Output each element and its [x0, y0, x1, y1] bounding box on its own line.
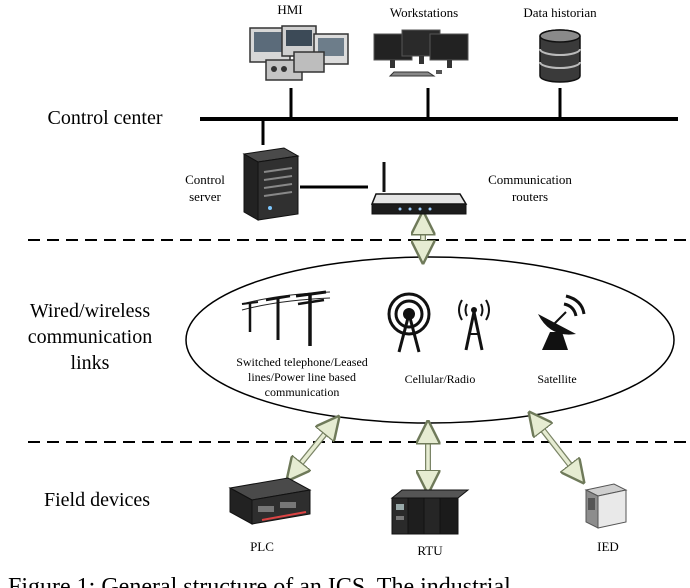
figure-caption: Figure 1: General structure of an ICS. T… [8, 574, 511, 588]
field-devices-section-label: Field devices [43, 489, 151, 511]
communication-links-section-label: Wired/wireless communication links [10, 298, 170, 376]
wired-link-label-line3: communication [264, 385, 340, 399]
plc-label: PLC [250, 539, 274, 554]
control-server-label-line1: Control [185, 172, 225, 187]
wired-link-label: Switched telephone/Leased lines/Power li… [232, 355, 372, 400]
satellite-dish-icon [538, 294, 586, 350]
radio-tower-icon [387, 292, 431, 353]
server-icon [242, 147, 300, 221]
control-center-section-label: Control center [47, 107, 163, 129]
ied-label: IED [597, 539, 619, 554]
communication-routers-label-line1: Communication [488, 172, 572, 187]
communication-links-label-line2: communication [27, 326, 153, 348]
communication-routers-label: Communication routers [478, 171, 582, 205]
router-icon [370, 162, 468, 215]
rtu-label: RTU [417, 543, 443, 558]
cellular-radio-label: Cellular/Radio [404, 372, 476, 386]
rtu-icon [390, 489, 470, 535]
communication-links-label-line1: Wired/wireless [29, 300, 151, 322]
communication-links-label-line3: links [70, 352, 110, 374]
hmi-icon [249, 25, 349, 81]
control-server-label: Control server [172, 171, 238, 205]
data-historian-label: Data historian [523, 5, 597, 20]
hmi-label: HMI [277, 2, 303, 17]
workstations-label: Workstations [389, 5, 459, 20]
antenna-icon [458, 299, 490, 351]
wired-link-label-line1: Switched telephone/Leased [236, 355, 368, 369]
database-icon [539, 29, 581, 83]
telephone-pole-icon [241, 290, 331, 346]
plc-icon [228, 477, 312, 525]
workstations-icon [373, 29, 469, 77]
communication-routers-label-line2: routers [511, 189, 549, 204]
wired-link-label-line2: lines/Power line based [248, 370, 356, 384]
satellite-label: Satellite [537, 372, 577, 386]
control-server-label-line2: server [189, 189, 221, 204]
ied-icon [584, 483, 628, 529]
